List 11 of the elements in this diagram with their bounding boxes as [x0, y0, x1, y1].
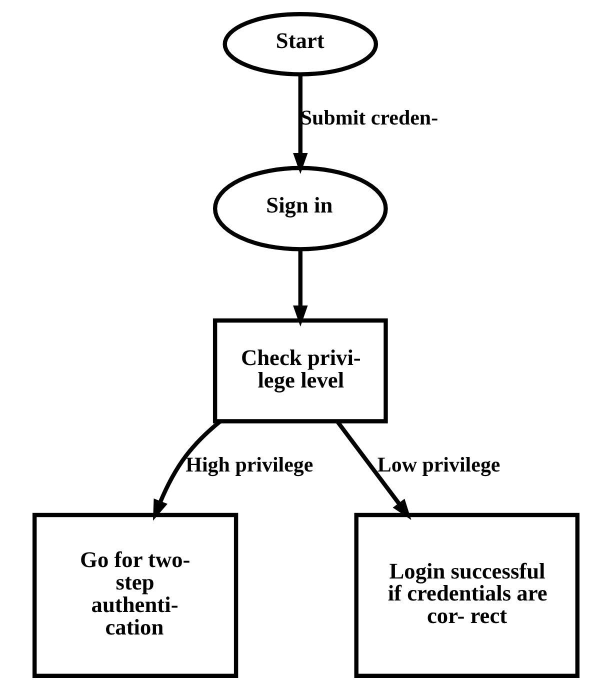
arrow	[292, 74, 308, 174]
node-ellipse: Sign in	[212, 166, 388, 252]
node-box: Login successful if credentials are cor- rect	[354, 512, 579, 678]
node-ellipse: Start	[222, 12, 378, 76]
arrow	[335, 420, 411, 520]
arrow	[292, 249, 308, 327]
edge-label: High privilege	[185, 452, 313, 477]
edge-label: Submit creden-	[300, 106, 438, 130]
node-box: Go for two- step authenti- cation	[32, 512, 238, 678]
edge-label: Low privilege	[376, 452, 500, 477]
node-box: Check privi- lege level	[212, 318, 388, 424]
